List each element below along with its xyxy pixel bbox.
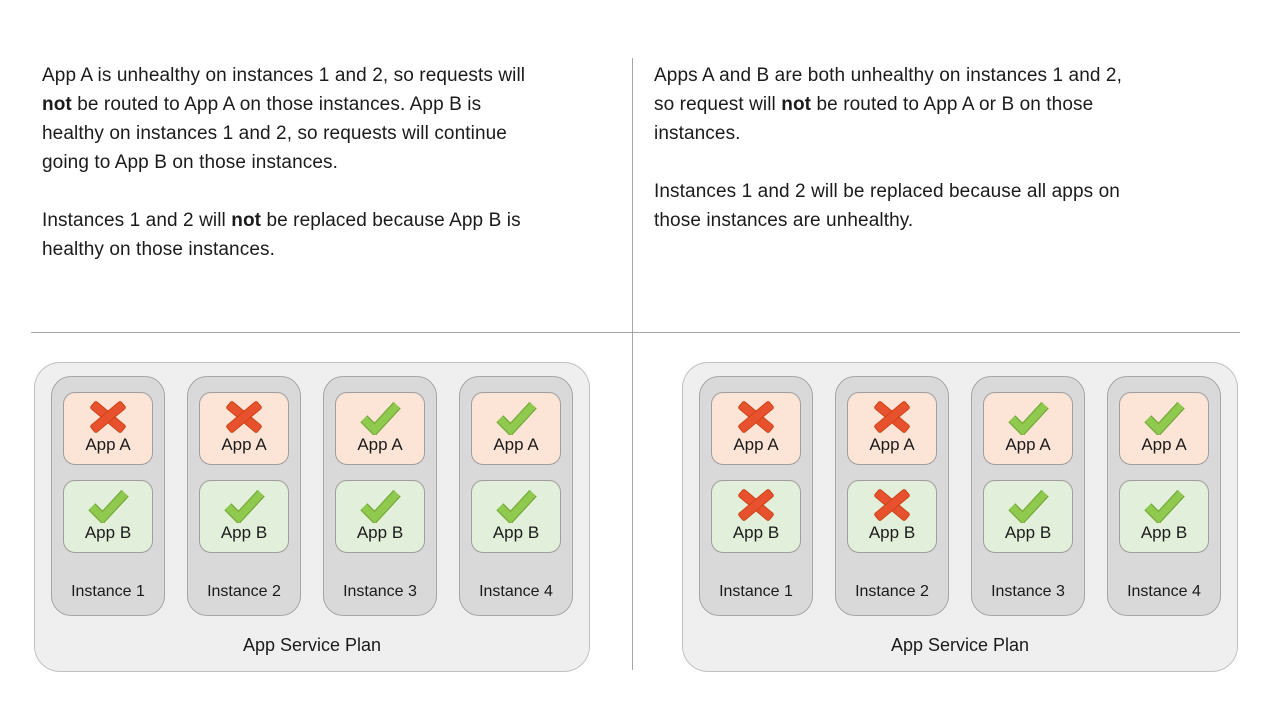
text-line: Apps A and B are both unhealthy on insta… bbox=[654, 65, 1122, 86]
text-line: Instances 1 and 2 will be replaced becau… bbox=[654, 181, 1120, 202]
instance-box: App A App B Instance 4 bbox=[459, 376, 573, 616]
app-label: App B bbox=[1004, 523, 1052, 542]
check-icon bbox=[85, 487, 131, 523]
left-explanation-text: App A is unhealthy on instances 1 and 2,… bbox=[42, 61, 602, 293]
text-line: going to App B on those instances. bbox=[42, 152, 338, 173]
instance-box: App A App B Instance 2 bbox=[187, 376, 301, 616]
instance-label: Instance 4 bbox=[1127, 583, 1201, 600]
check-icon bbox=[1005, 487, 1051, 523]
app-box: App B bbox=[63, 480, 153, 553]
check-icon bbox=[221, 487, 267, 523]
app-box: App B bbox=[847, 480, 937, 553]
instance-label: Instance 1 bbox=[719, 583, 793, 600]
horizontal-divider bbox=[31, 332, 1240, 333]
check-icon bbox=[1005, 399, 1051, 435]
plan-label: App Service Plan bbox=[242, 635, 382, 655]
explanation-paragraph: App A is unhealthy on instances 1 and 2,… bbox=[42, 61, 602, 177]
instance-row: App A App B Instance 1 App A App B Insta… bbox=[35, 363, 589, 616]
check-icon bbox=[493, 399, 539, 435]
text-line: Instances 1 and 2 will not be replaced b… bbox=[42, 210, 521, 231]
app-label: App A bbox=[357, 435, 403, 454]
app-box: App B bbox=[711, 480, 801, 553]
vertical-divider bbox=[632, 58, 633, 670]
instance-box: App A App B Instance 2 bbox=[835, 376, 949, 616]
app-label: App A bbox=[221, 435, 267, 454]
right-explanation-text: Apps A and B are both unhealthy on insta… bbox=[654, 61, 1214, 264]
explanation-paragraph: Instances 1 and 2 will be replaced becau… bbox=[654, 177, 1214, 235]
instance-box: App A App B Instance 3 bbox=[323, 376, 437, 616]
app-box: App A bbox=[63, 392, 153, 465]
instance-row: App A App B Instance 1 App A App B Insta… bbox=[683, 363, 1237, 616]
cross-icon bbox=[735, 487, 777, 521]
plan-label: App Service Plan bbox=[890, 635, 1030, 655]
instance-box: App A App B Instance 3 bbox=[971, 376, 1085, 616]
app-box: App A bbox=[199, 392, 289, 465]
app-label: App A bbox=[1005, 435, 1051, 454]
app-label: App B bbox=[84, 523, 132, 542]
cross-icon bbox=[223, 399, 265, 433]
text-line: not be routed to App A on those instance… bbox=[42, 94, 482, 115]
app-box: App B bbox=[471, 480, 561, 553]
app-service-plan-left: App A App B Instance 1 App A App B Insta… bbox=[34, 362, 590, 672]
app-label: App A bbox=[869, 435, 915, 454]
cross-icon bbox=[735, 399, 777, 433]
app-label: App A bbox=[493, 435, 539, 454]
instance-box: App A App B Instance 4 bbox=[1107, 376, 1221, 616]
text-line: App A is unhealthy on instances 1 and 2,… bbox=[42, 65, 526, 86]
cross-icon bbox=[871, 399, 913, 433]
app-box: App B bbox=[335, 480, 425, 553]
app-box: App A bbox=[1119, 392, 1209, 465]
explanation-paragraph: Instances 1 and 2 will not be replaced b… bbox=[42, 206, 602, 264]
app-box: App A bbox=[335, 392, 425, 465]
instance-label: Instance 4 bbox=[479, 583, 553, 600]
app-box: App A bbox=[983, 392, 1073, 465]
check-icon bbox=[1141, 487, 1187, 523]
app-box: App A bbox=[847, 392, 937, 465]
instance-label: Instance 1 bbox=[71, 583, 145, 600]
app-label: App B bbox=[1140, 523, 1188, 542]
app-label: App B bbox=[356, 523, 404, 542]
instance-label: Instance 2 bbox=[855, 583, 929, 600]
text-line: instances. bbox=[654, 123, 741, 144]
explanation-paragraph: Apps A and B are both unhealthy on insta… bbox=[654, 61, 1214, 148]
check-icon bbox=[493, 487, 539, 523]
app-box: App A bbox=[471, 392, 561, 465]
app-box: App B bbox=[199, 480, 289, 553]
instance-label: Instance 3 bbox=[991, 583, 1065, 600]
text-line: so request will not be routed to App A o… bbox=[654, 94, 1094, 115]
text-line: healthy on instances 1 and 2, so request… bbox=[42, 123, 507, 144]
instance-box: App A App B Instance 1 bbox=[51, 376, 165, 616]
app-box: App B bbox=[983, 480, 1073, 553]
text-line: healthy on those instances. bbox=[42, 239, 275, 260]
check-icon bbox=[357, 399, 403, 435]
app-label: App A bbox=[733, 435, 779, 454]
instance-label: Instance 3 bbox=[343, 583, 417, 600]
check-icon bbox=[1141, 399, 1187, 435]
app-label: App B bbox=[868, 523, 916, 542]
instance-box: App A App B Instance 1 bbox=[699, 376, 813, 616]
app-label: App B bbox=[732, 523, 780, 542]
app-box: App B bbox=[1119, 480, 1209, 553]
instance-label: Instance 2 bbox=[207, 583, 281, 600]
check-icon bbox=[357, 487, 403, 523]
app-box: App A bbox=[711, 392, 801, 465]
app-label: App B bbox=[492, 523, 540, 542]
text-line: those instances are unhealthy. bbox=[654, 210, 914, 231]
cross-icon bbox=[871, 487, 913, 521]
app-service-plan-right: App A App B Instance 1 App A App B Insta… bbox=[682, 362, 1238, 672]
app-label: App B bbox=[220, 523, 268, 542]
app-label: App A bbox=[1141, 435, 1187, 454]
app-label: App A bbox=[85, 435, 131, 454]
cross-icon bbox=[87, 399, 129, 433]
